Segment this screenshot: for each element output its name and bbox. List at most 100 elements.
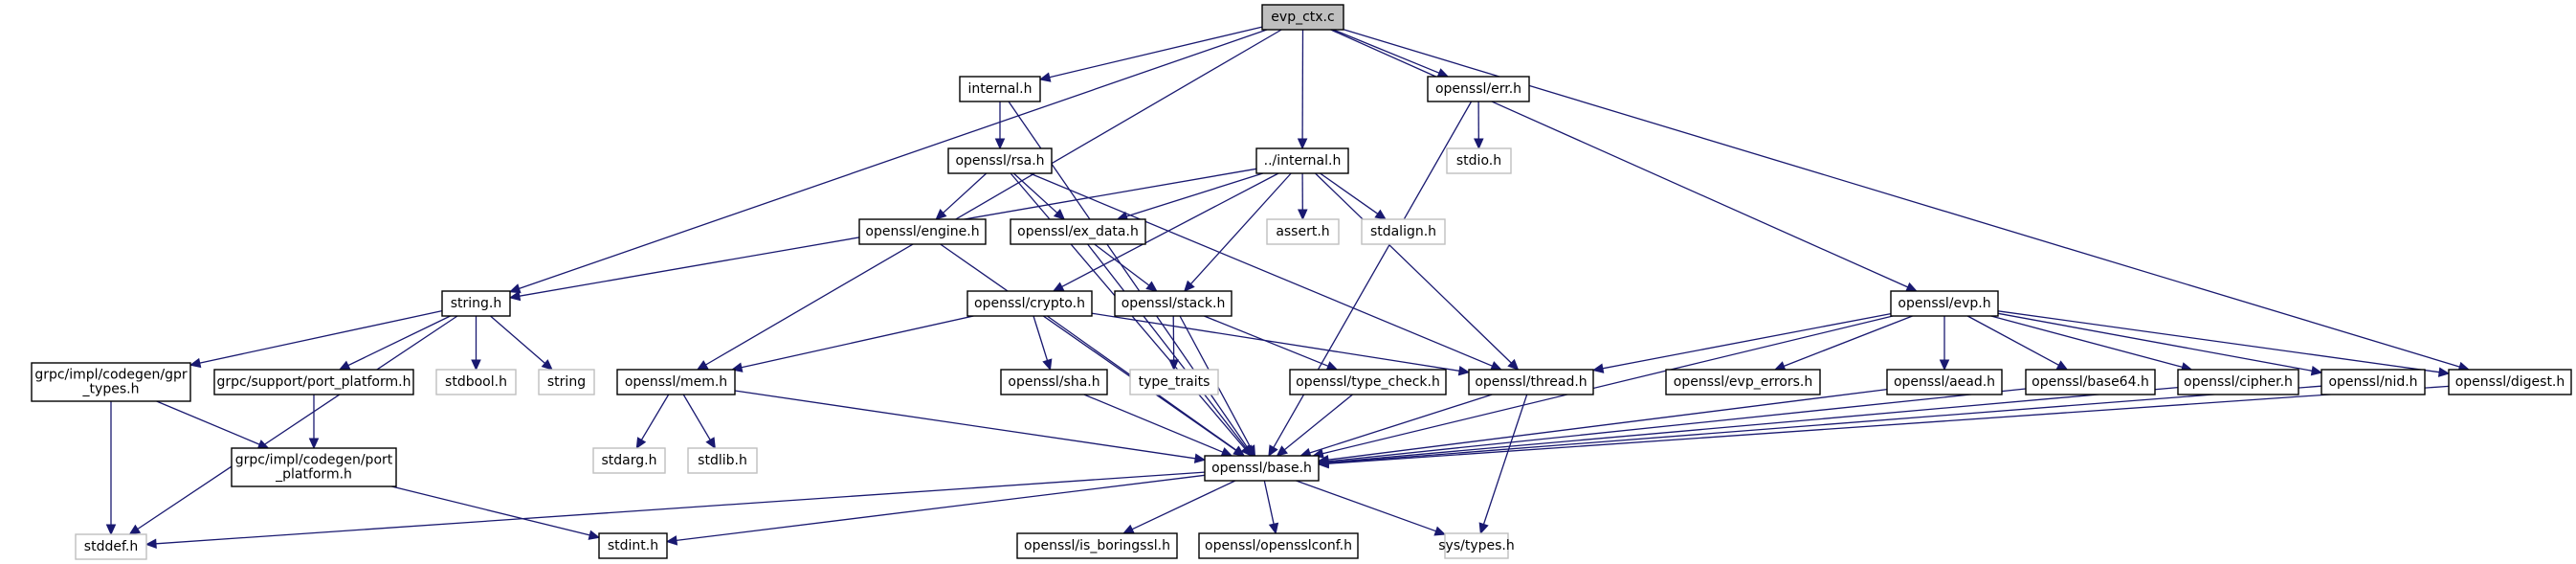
edge-line — [1320, 172, 1379, 214]
node-sha-h[interactable]: openssl/sha.h — [1000, 369, 1108, 395]
arrowhead-icon — [1939, 359, 1950, 372]
edge-err_h-to-base_h — [1268, 101, 1473, 458]
edge-line — [1061, 172, 1279, 287]
node-label: openssl/digest.h — [2455, 374, 2565, 390]
edge-line — [734, 390, 1196, 460]
edge-evp_ctx-to-evp_h — [1330, 29, 1918, 292]
node-label: openssl/base.h — [1211, 461, 1312, 476]
arrowhead-icon — [1297, 138, 1308, 150]
edge-line — [1783, 315, 1913, 368]
arrowhead-icon — [1490, 361, 1502, 371]
arrowhead-icon — [1474, 138, 1484, 150]
node-mem-h[interactable]: openssl/mem.h — [616, 369, 736, 395]
edge-line — [640, 394, 670, 440]
edge-line — [940, 243, 1236, 451]
node-evp-errors-h[interactable]: openssl/evp_errors.h — [1665, 369, 1821, 395]
edge-line — [519, 29, 1268, 290]
node-box — [2177, 369, 2299, 395]
node-label: openssl/sha.h — [1008, 374, 1099, 390]
arrowhead-icon — [189, 357, 202, 369]
arrowhead-icon — [338, 360, 351, 371]
edge-line — [1327, 385, 2450, 464]
node-internal-h[interactable]: internal.h — [959, 76, 1041, 102]
node-box — [947, 147, 1053, 174]
edge-line — [705, 29, 1282, 366]
node-is-boringssl-h[interactable]: openssl/is_boringssl.h — [1016, 532, 1178, 559]
node-rsa-h[interactable]: openssl/rsa.h — [947, 147, 1053, 174]
node-label: openssl/rsa.h — [955, 153, 1044, 169]
node-support-pp[interactable]: grpc/support/port_platform.h — [213, 369, 414, 395]
node-stddef: stddef.h — [75, 533, 147, 560]
edge-line — [1330, 29, 1908, 288]
edge-line — [1083, 394, 1224, 453]
node-label: string — [547, 374, 586, 390]
node-digest-h[interactable]: openssl/digest.h — [2448, 369, 2572, 395]
edge-line — [1315, 172, 1512, 364]
node-err-h[interactable]: openssl/err.h — [1427, 76, 1530, 102]
edge-line — [741, 315, 974, 369]
arrowhead-icon — [1457, 365, 1471, 376]
arrowhead-icon — [1433, 526, 1447, 536]
node-box — [592, 447, 666, 474]
node-ex-data-h[interactable]: openssl/ex_data.h — [1010, 218, 1146, 245]
arrowhead-icon — [1268, 522, 1279, 535]
node-evp-h[interactable]: openssl/evp.h — [1890, 290, 1999, 317]
node-box — [1129, 369, 1219, 395]
edge-base_h-to-is_boringssl_h — [1121, 480, 1236, 534]
edge-line — [1327, 385, 2322, 464]
edge-line — [1049, 26, 1263, 79]
arrowhead-icon — [1220, 447, 1233, 457]
edge-sha_h-to-base_h — [1083, 394, 1233, 457]
edge-line — [155, 471, 1206, 545]
node-engine-h[interactable]: openssl/engine.h — [858, 218, 987, 245]
node-label: openssl/base64.h — [2032, 374, 2149, 390]
edge-line — [1327, 388, 2027, 462]
arrowhead-icon — [128, 524, 142, 535]
node-stdio: stdio.h — [1446, 147, 1512, 174]
arrowhead-icon — [471, 359, 481, 372]
node-dotdot-internal[interactable]: ../internal.h — [1255, 147, 1349, 174]
node-evp-ctx[interactable]: evp_ctx.c — [1261, 4, 1344, 31]
node-codegen-pp[interactable]: grpc/impl/codegen/port_platform.h — [231, 447, 397, 487]
edge-rsa_h-to-ex_data_h — [1012, 172, 1066, 220]
arrowhead-icon — [588, 530, 601, 540]
edge-crypto_h-to-thread_h — [1091, 312, 1471, 376]
node-nid-h[interactable]: openssl/nid.h — [2321, 369, 2426, 395]
arrowhead-icon — [508, 283, 522, 294]
node-box — [1255, 147, 1349, 174]
node-box — [1198, 532, 1359, 559]
node-aead-h[interactable]: openssl/aead.h — [1886, 369, 2003, 395]
node-box — [1289, 369, 1447, 395]
node-stack-h[interactable]: openssl/stack.h — [1114, 290, 1232, 317]
edge-evp_h-to-evp_errors_h — [1773, 315, 1913, 372]
node-label: grpc/impl/codegen/gpr — [34, 368, 188, 383]
node-opensslconf-h[interactable]: openssl/opensslconf.h — [1198, 532, 1359, 559]
node-base-h[interactable]: openssl/base.h — [1204, 455, 1320, 482]
node-label: openssl/stack.h — [1121, 296, 1226, 311]
edge-codegen_pp-to-stdint — [391, 485, 601, 540]
node-thread-h[interactable]: openssl/thread.h — [1468, 369, 1594, 395]
node-box — [75, 533, 147, 560]
node-label: sys/types.h — [1438, 538, 1514, 553]
edge-base_h-to-stddef — [144, 471, 1206, 550]
node-type-check-h[interactable]: openssl/type_check.h — [1289, 369, 1447, 395]
node-base64-h[interactable]: openssl/base64.h — [2025, 369, 2156, 395]
arrowhead-icon — [1183, 280, 1195, 292]
node-label: openssl/aead.h — [1894, 374, 1995, 390]
arrowhead-icon — [1591, 363, 1605, 373]
node-stdint[interactable]: stdint.h — [598, 532, 668, 559]
node-cipher-h[interactable]: openssl/cipher.h — [2177, 369, 2299, 395]
node-box — [1000, 369, 1108, 395]
edge-evp_h-to-base64_h — [1966, 315, 2069, 371]
edge-rsa_h-to-engine_h — [935, 172, 988, 220]
node-label: openssl/evp_errors.h — [1674, 374, 1812, 390]
edge-line — [1094, 243, 1150, 286]
arrowhead-icon — [1276, 445, 1288, 457]
arrowhead-icon — [105, 524, 117, 536]
edge-support_pp-to-codegen_pp — [308, 395, 320, 450]
node-gpr-types[interactable]: grpc/impl/codegen/gpr_types.h — [31, 362, 191, 402]
node-string-h[interactable]: string.h — [441, 290, 511, 317]
node-crypto-h[interactable]: openssl/crypto.h — [966, 290, 1093, 317]
edge-crypto_h-to-mem_h — [730, 315, 974, 372]
edge-dotdot_internal-to-assert — [1298, 172, 1308, 221]
